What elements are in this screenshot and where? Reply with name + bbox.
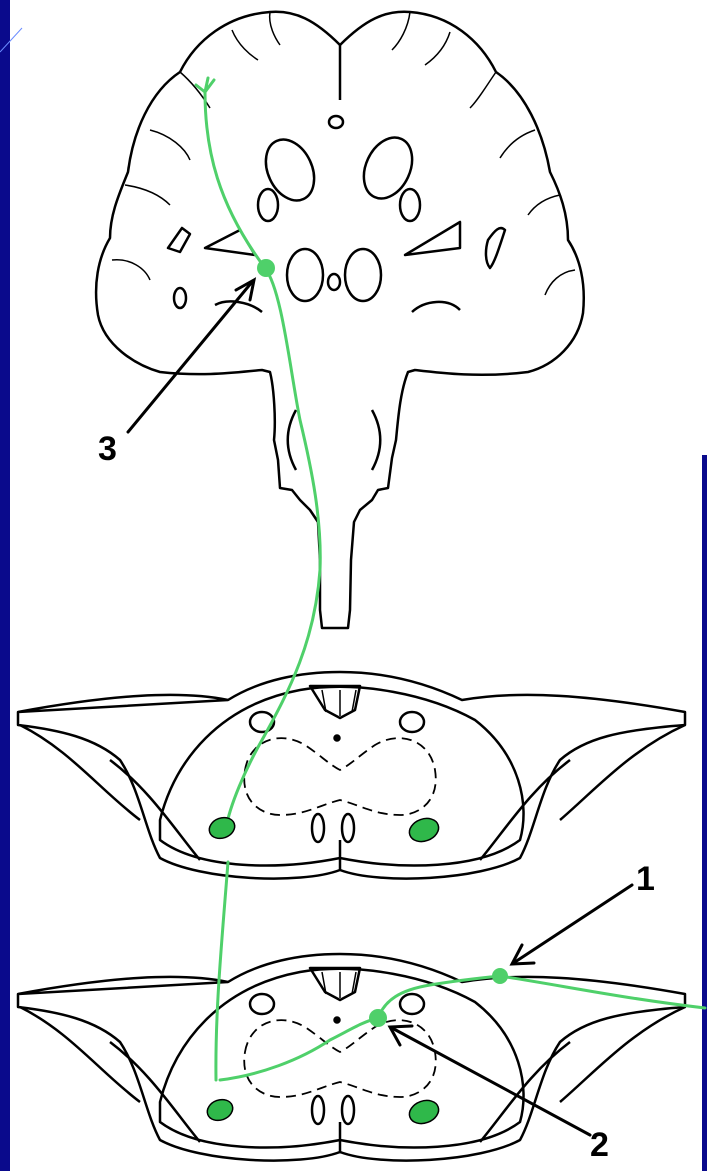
central-canal-lower [335, 1018, 340, 1023]
neuron-2 [369, 1009, 387, 1027]
white-panel [10, 0, 707, 1171]
central-canal-upper [335, 736, 340, 741]
label-1: 1 [636, 862, 655, 896]
label-3: 3 [98, 432, 117, 466]
neuron-1 [492, 968, 508, 984]
neuron-3 [257, 259, 275, 277]
label-2: 2 [590, 1128, 609, 1162]
